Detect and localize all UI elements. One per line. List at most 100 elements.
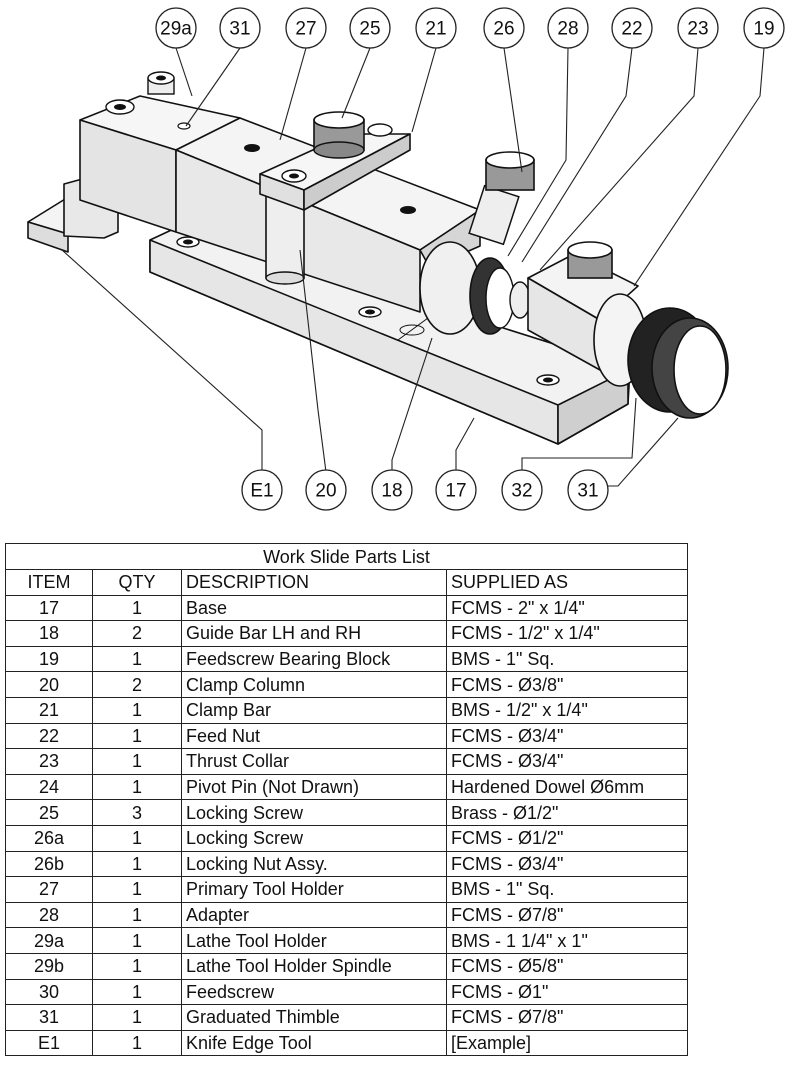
description-cell: Graduated Thimble — [181, 1004, 447, 1031]
description-cell: Knife Edge Tool — [181, 1029, 447, 1057]
callout-31-top: 31 — [219, 7, 261, 49]
supplied-as-cell: BMS - 1" Sq. — [446, 876, 688, 903]
svg-text:22: 22 — [621, 19, 642, 40]
locking-screw-26-part — [468, 151, 535, 246]
qty-cell: 1 — [92, 773, 182, 801]
item-cell: 29b — [5, 952, 93, 980]
callout-17: 17 — [435, 469, 477, 511]
supplied-as-cell: Brass - Ø1/2" — [446, 799, 688, 826]
description-cell: Feedscrew — [181, 978, 447, 1006]
item-cell: 24 — [5, 773, 93, 801]
item-cell: E1 — [5, 1029, 93, 1057]
supplied-as-cell: FCMS - Ø1" — [446, 978, 688, 1006]
svg-text:20: 20 — [315, 481, 336, 502]
description-cell: Lathe Tool Holder Spindle — [181, 952, 447, 980]
supplied-as-cell: FCMS - Ø3/8" — [446, 671, 688, 698]
parts-list-table: Work Slide Parts List ITEM QTY DESCRIPTI… — [5, 543, 688, 1057]
supplied-as-cell: [Example] — [446, 1029, 688, 1057]
supplied-as-cell: FCMS - Ø7/8" — [446, 901, 688, 929]
callout-21: 21 — [415, 7, 457, 49]
description-cell: Locking Nut Assy. — [181, 850, 447, 878]
assembly-drawing: 29a 31 27 25 21 26 28 22 23 19 E1 20 18 … — [27, 7, 785, 511]
supplied-as-cell: Hardened Dowel Ø6mm — [446, 773, 688, 801]
svg-text:32: 32 — [511, 481, 532, 502]
callout-19: 19 — [743, 7, 785, 49]
qty-cell: 1 — [92, 876, 182, 903]
item-cell: 29a — [5, 927, 93, 954]
leader-lines — [61, 47, 765, 487]
lathe-tool-holder-part — [79, 71, 241, 233]
item-cell: 25 — [5, 799, 93, 826]
header-qty: QTY — [92, 569, 182, 596]
description-cell: Primary Tool Holder — [181, 876, 447, 903]
qty-cell: 1 — [92, 850, 182, 878]
qty-cell: 1 — [92, 952, 182, 980]
item-cell: 27 — [5, 876, 93, 903]
supplied-as-cell: FCMS - Ø3/4" — [446, 850, 688, 878]
svg-text:25: 25 — [359, 19, 380, 40]
qty-cell: 1 — [92, 1004, 182, 1031]
description-cell: Feedscrew Bearing Block — [181, 645, 447, 673]
header-description: DESCRIPTION — [181, 569, 447, 596]
callout-26: 26 — [483, 7, 525, 49]
qty-cell: 1 — [92, 696, 182, 724]
description-cell: Adapter — [181, 901, 447, 929]
qty-cell: 1 — [92, 722, 182, 750]
supplied-as-cell: FCMS - Ø7/8" — [446, 1004, 688, 1031]
svg-text:E1: E1 — [250, 481, 273, 502]
callout-31-bottom: 31 — [567, 469, 609, 511]
description-cell: Clamp Bar — [181, 696, 447, 724]
description-cell: Guide Bar LH and RH — [181, 620, 447, 647]
qty-cell: 1 — [92, 1029, 182, 1057]
item-cell: 31 — [5, 1004, 93, 1031]
item-cell: 18 — [5, 620, 93, 647]
adapter-part — [419, 241, 531, 335]
supplied-as-cell: BMS - 1 1/4" x 1" — [446, 927, 688, 954]
qty-cell: 1 — [92, 927, 182, 954]
callout-29a: 29a — [155, 7, 197, 49]
qty-cell: 1 — [92, 645, 182, 673]
supplied-as-cell: FCMS - 2" x 1/4" — [446, 594, 688, 622]
item-cell: 23 — [5, 748, 93, 775]
callout-28: 28 — [547, 7, 589, 49]
item-cell: 22 — [5, 722, 93, 750]
locking-screw-25-part — [313, 111, 365, 159]
svg-text:21: 21 — [425, 19, 446, 40]
clamp-column-part — [265, 195, 305, 285]
callout-22: 22 — [611, 7, 653, 49]
callout-25: 25 — [349, 7, 391, 49]
work-slide-assembly — [27, 71, 729, 445]
graduated-thimble-part — [593, 293, 729, 419]
callouts-bottom: E1 20 18 17 32 31 — [241, 469, 609, 511]
item-cell: 21 — [5, 696, 93, 724]
item-cell: 26a — [5, 824, 93, 852]
callout-32: 32 — [501, 469, 543, 511]
svg-text:28: 28 — [557, 19, 578, 40]
parts-list-title-row: Work Slide Parts List — [5, 543, 688, 570]
qty-cell: 1 — [92, 901, 182, 929]
svg-text:17: 17 — [445, 481, 466, 502]
item-cell: 30 — [5, 978, 93, 1006]
clamp-bar-part — [259, 123, 411, 211]
header-item: ITEM — [5, 569, 93, 596]
parts-list-title: Work Slide Parts List — [5, 543, 688, 570]
description-cell: Base — [181, 594, 447, 622]
header-supplied-as: SUPPLIED AS — [446, 569, 688, 596]
parts-list-header-row: ITEM QTY DESCRIPTION SUPPLIED AS — [5, 569, 688, 596]
supplied-as-cell: BMS - 1" Sq. — [446, 645, 688, 673]
supplied-as-cell: FCMS - Ø1/2" — [446, 824, 688, 852]
qty-cell: 1 — [92, 594, 182, 622]
description-cell: Thrust Collar — [181, 748, 447, 775]
